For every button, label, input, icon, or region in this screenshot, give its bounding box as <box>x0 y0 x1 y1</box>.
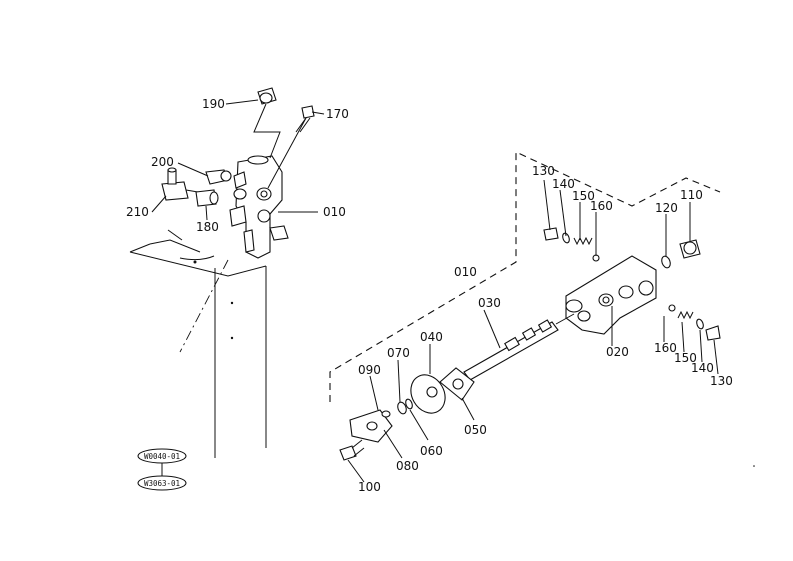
leader-050 <box>461 397 475 421</box>
fitting-200 <box>205 169 232 185</box>
ball-160-lower <box>668 304 676 312</box>
callout-150-lower: 150 <box>674 351 697 365</box>
callout-010-left: 010 <box>323 205 346 219</box>
fitting-110 <box>679 239 701 259</box>
leader-090 <box>369 375 379 411</box>
plate-050 <box>439 367 475 401</box>
spring-150-lower <box>677 310 694 320</box>
washer-070 <box>397 398 413 415</box>
callout-180: 180 <box>196 220 219 234</box>
ref-code-2: W3063-01 <box>137 475 187 491</box>
callout-070: 070 <box>387 346 410 360</box>
ref-code-1: W0040-01 <box>137 448 187 464</box>
ref-code-2-text: W3063-01 <box>144 479 180 488</box>
fitting-190 <box>253 87 281 159</box>
leader-190 <box>225 99 259 105</box>
leader-140-lower <box>699 329 703 363</box>
callout-200: 200 <box>151 155 174 169</box>
callout-130-upper: 130 <box>532 164 555 178</box>
cover-090 <box>349 409 393 443</box>
callout-140-upper: 140 <box>552 177 575 191</box>
callout-190: 190 <box>202 97 225 111</box>
callout-060: 060 <box>420 444 443 458</box>
oring-140-lower <box>696 318 704 330</box>
plug-130-lower <box>705 325 721 341</box>
leader-140-upper <box>559 189 567 237</box>
oring-120 <box>661 255 671 269</box>
leader-060 <box>409 409 429 441</box>
fitting-180 <box>195 189 219 207</box>
callout-030: 030 <box>478 296 501 310</box>
callout-040: 040 <box>420 330 443 344</box>
speck <box>753 465 755 467</box>
oring-140-upper <box>562 232 570 244</box>
assembly-boundary <box>329 151 721 402</box>
callout-210: 210 <box>126 205 149 219</box>
bolt-170 <box>267 105 315 189</box>
callout-080: 080 <box>396 459 419 473</box>
callout-110: 110 <box>680 188 703 202</box>
leader-070 <box>397 359 401 403</box>
valve-body-left <box>229 155 289 259</box>
callout-160-upper: 160 <box>590 199 613 213</box>
callout-150-upper: 150 <box>572 189 595 203</box>
leader-130-upper <box>543 179 551 231</box>
callout-090: 090 <box>358 363 381 377</box>
callout-100: 100 <box>358 480 381 494</box>
leader-100 <box>347 459 365 483</box>
leader-200 <box>177 162 209 177</box>
plug-130-upper <box>543 227 559 241</box>
leader-170 <box>311 111 325 115</box>
plate-040 <box>410 374 446 414</box>
leader-180 <box>205 205 208 221</box>
callout-010-right: 010 <box>454 265 477 279</box>
leader-210 <box>151 195 167 213</box>
callout-020: 020 <box>606 345 629 359</box>
ref-code-1-text: W0040-01 <box>144 452 180 461</box>
bolt-100 <box>339 439 365 461</box>
leader-130-lower <box>713 339 719 375</box>
elbow-210 <box>161 167 199 201</box>
spool-030 <box>463 313 575 381</box>
callout-130-lower: 130 <box>710 374 733 388</box>
callout-140-lower: 140 <box>691 361 714 375</box>
tractor-frame <box>129 229 267 458</box>
callout-160-lower: 160 <box>654 341 677 355</box>
leader-150-lower <box>681 321 685 353</box>
valve-body-020 <box>565 255 657 346</box>
callout-120: 120 <box>655 201 678 215</box>
leader-030 <box>483 309 501 349</box>
callout-050: 050 <box>464 423 487 437</box>
callout-170: 170 <box>326 107 349 121</box>
spring-150-upper <box>573 236 593 246</box>
leader-080 <box>383 429 403 459</box>
